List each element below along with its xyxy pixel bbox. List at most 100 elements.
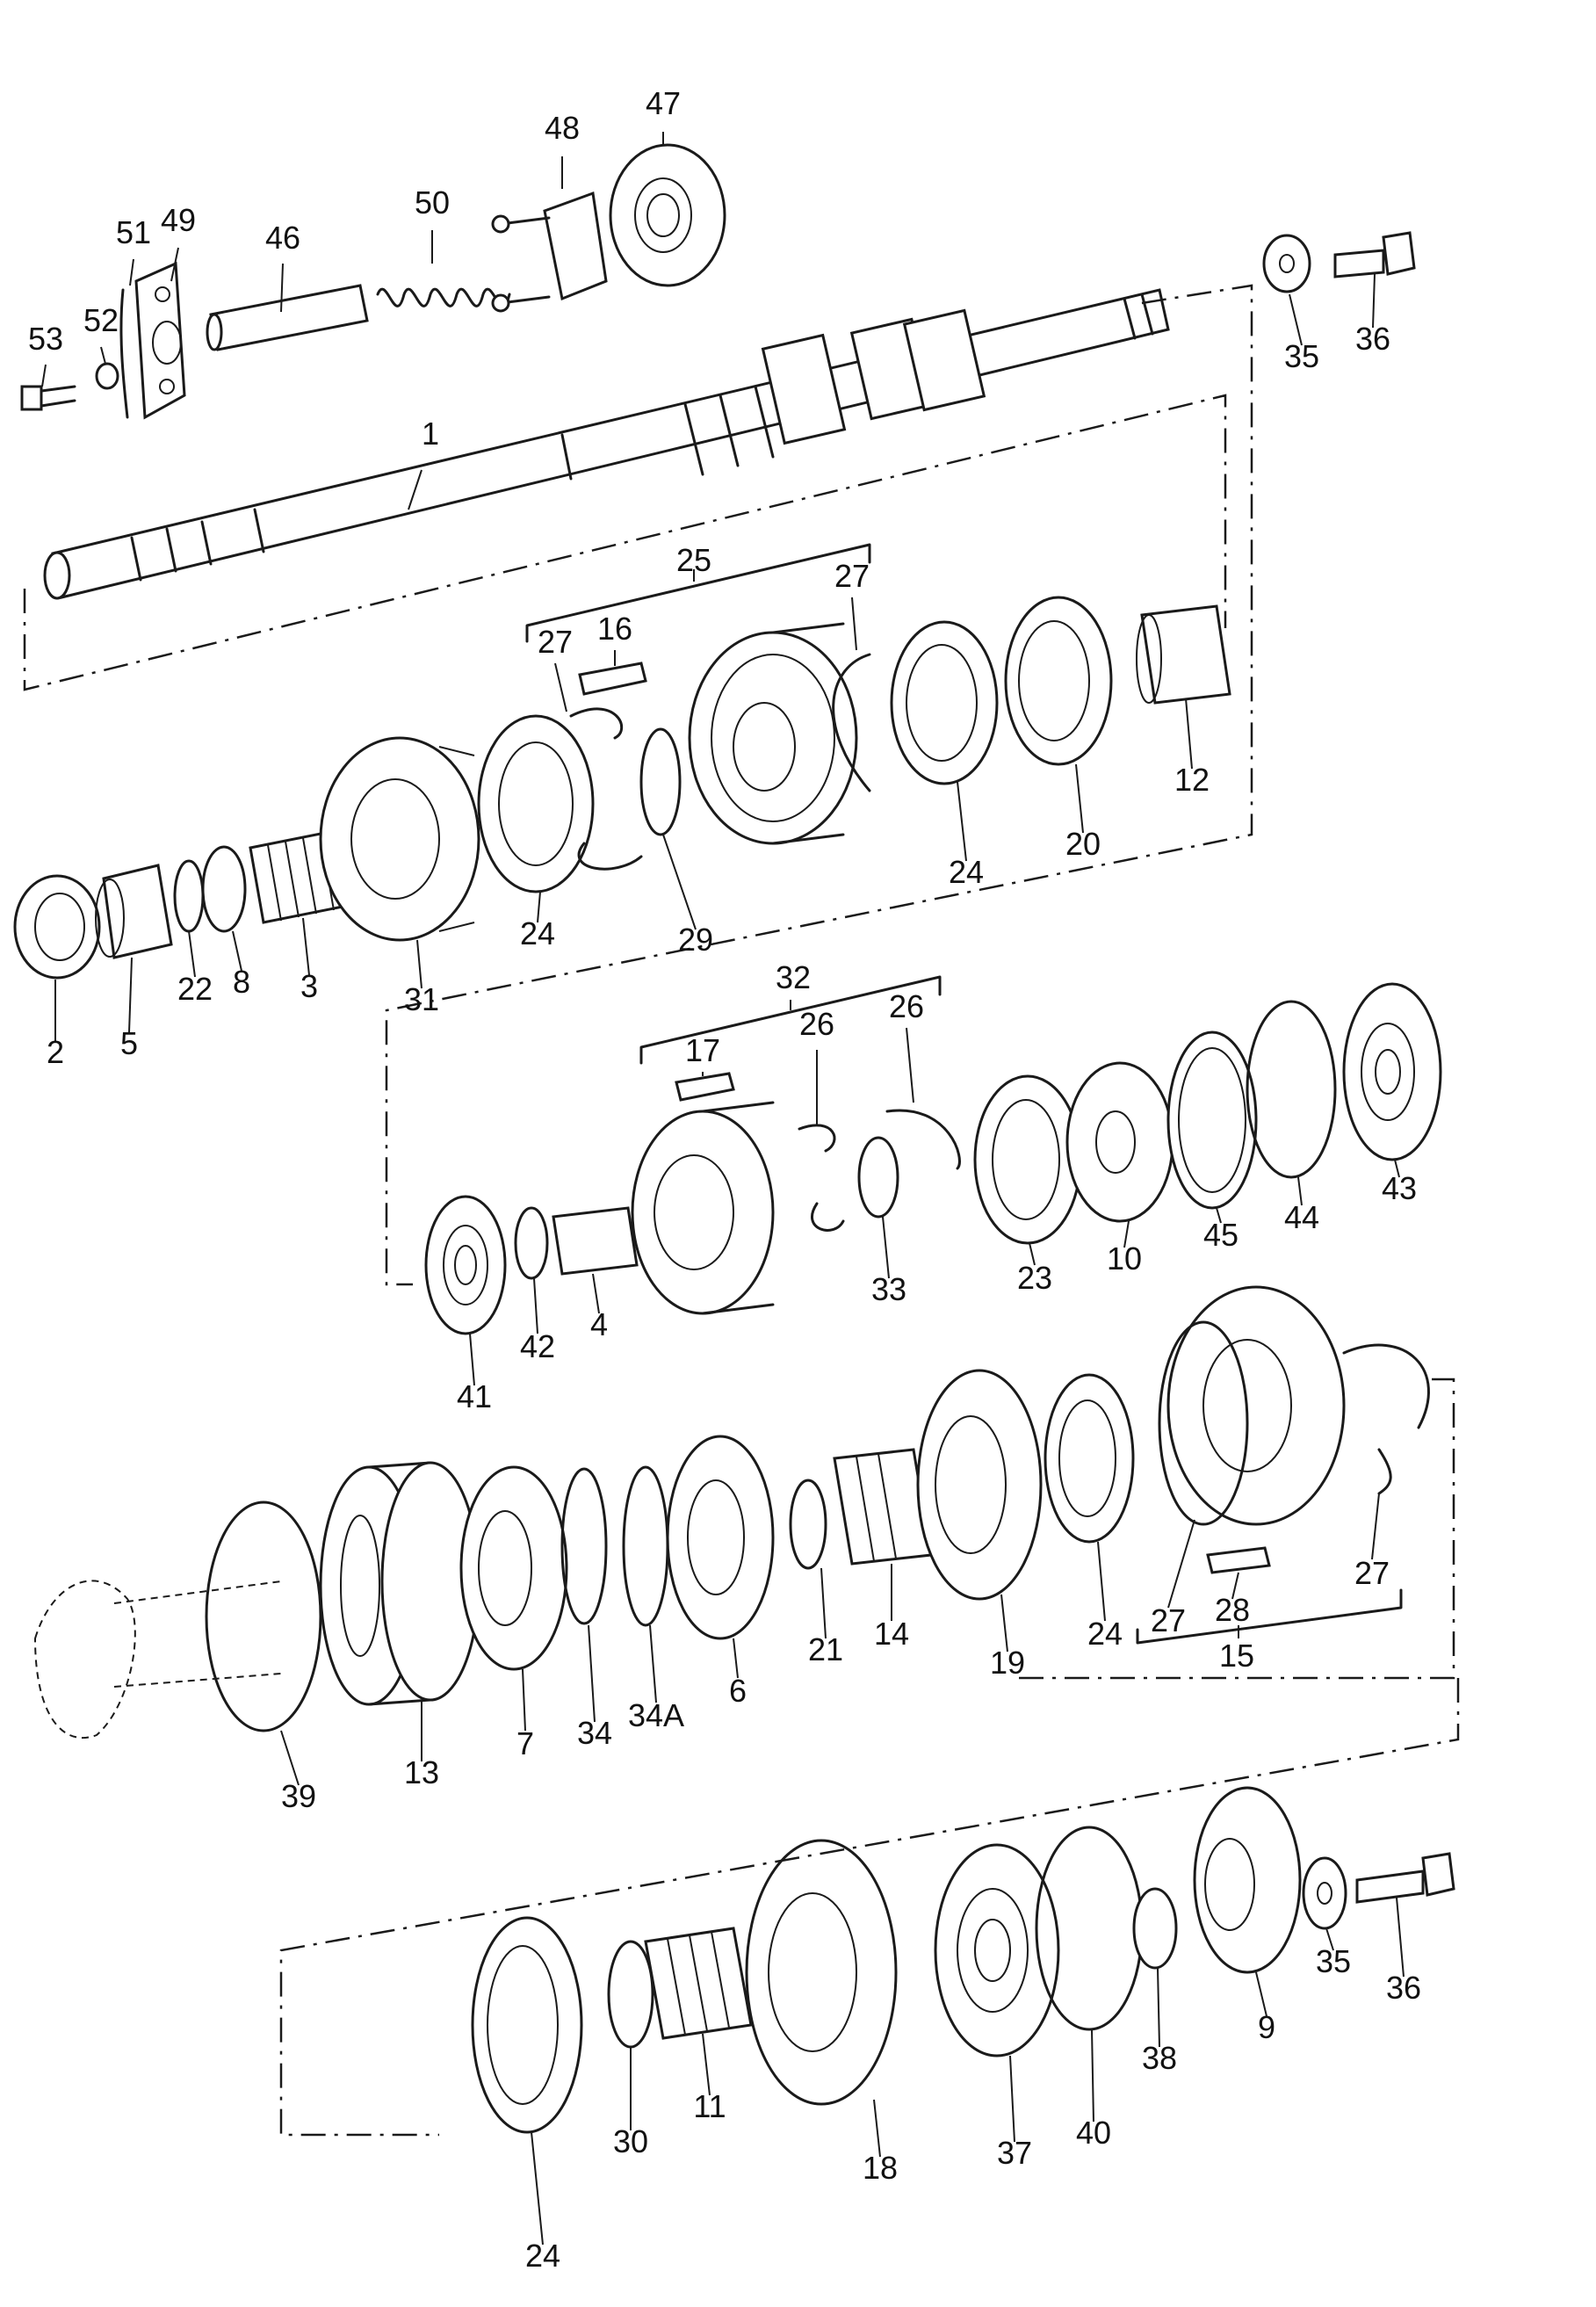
leader-line-27 — [1371, 1493, 1380, 1560]
gear-9 — [1193, 1786, 1302, 1974]
part-label-1: 1 — [422, 416, 439, 452]
washer-38 — [1132, 1887, 1178, 1970]
key-16 — [578, 662, 647, 696]
gasket — [119, 288, 129, 419]
leader-line-10 — [1123, 1220, 1130, 1248]
part-label-18: 18 — [863, 2150, 898, 2186]
circlip-22 — [173, 859, 205, 933]
leader-line-3 — [302, 917, 310, 976]
part-label-26: 26 — [799, 1006, 834, 1042]
circlip-44 — [1246, 1000, 1337, 1179]
leader-line-40 — [1091, 2029, 1094, 2123]
leader-line-35 — [1289, 293, 1303, 346]
gear-31 — [319, 736, 480, 942]
washer-35-bottom — [1302, 1856, 1347, 1930]
part-label-44: 44 — [1284, 1199, 1319, 1235]
leader-line-46 — [280, 263, 284, 313]
bracket-25 — [525, 543, 871, 643]
main-shaft — [43, 288, 1170, 600]
part-label-52: 52 — [83, 302, 119, 338]
leader-line-23 — [1029, 1242, 1036, 1266]
cover-plate — [134, 261, 186, 420]
sync-hub-25 — [688, 622, 858, 845]
part-label-35: 35 — [1316, 1943, 1351, 1979]
gear-47 — [609, 143, 726, 287]
part-label-21: 21 — [808, 1631, 843, 1667]
part-label-27: 27 — [834, 558, 870, 594]
gear-10 — [1065, 1061, 1174, 1223]
pin-46 — [206, 284, 369, 351]
part-label-40: 40 — [1076, 2115, 1111, 2151]
part-label-51: 51 — [116, 214, 151, 250]
leader-line-38 — [1157, 1967, 1160, 2048]
needle-bearing-4 — [552, 1206, 639, 1276]
leader-line-27 — [851, 597, 857, 651]
leader-line-6 — [733, 1638, 739, 1679]
leader-line-51 — [129, 258, 134, 286]
spring-50 — [376, 287, 511, 307]
part-label-45: 45 — [1203, 1217, 1239, 1253]
spring-26-right — [885, 1109, 961, 1170]
part-label-24: 24 — [525, 2238, 560, 2274]
leader-line-9 — [1255, 1971, 1267, 2017]
leader-line-39 — [280, 1730, 300, 1786]
part-label-34a: 34A — [628, 1697, 684, 1733]
part-label-5: 5 — [120, 1025, 138, 1061]
part-label-43: 43 — [1382, 1170, 1417, 1206]
leader-line-27 — [554, 662, 567, 712]
part-label-27: 27 — [1354, 1555, 1390, 1591]
leader-line-45 — [1216, 1207, 1222, 1224]
circlip-21 — [789, 1479, 827, 1570]
part-label-14: 14 — [874, 1616, 909, 1652]
part-label-24: 24 — [1087, 1616, 1123, 1652]
part-label-49: 49 — [161, 202, 196, 238]
part-label-20: 20 — [1065, 826, 1101, 862]
part-label-24: 24 — [949, 854, 984, 890]
leader-line-26 — [906, 1027, 914, 1103]
leader-line-34a — [649, 1624, 657, 1703]
bracket-32 — [639, 975, 942, 1065]
part-label-13: 13 — [404, 1754, 439, 1790]
leader-line-28 — [1231, 1572, 1239, 1600]
part-label-7: 7 — [516, 1725, 534, 1761]
needle-bearing-11 — [644, 1927, 753, 2040]
leader-line-36 — [1396, 1897, 1405, 1978]
nut-52 — [95, 362, 119, 390]
leader-line-35 — [1325, 1927, 1334, 1951]
part-label-34: 34 — [577, 1715, 612, 1751]
part-label-42: 42 — [520, 1328, 555, 1364]
washer-45 — [1166, 1031, 1258, 1210]
leader-line-20 — [1075, 763, 1084, 834]
spring-26-left — [798, 1124, 845, 1232]
leader-line-12 — [1185, 698, 1193, 770]
circlip-30 — [607, 1940, 654, 2049]
bolt-36-bottom — [1355, 1852, 1455, 1904]
part-label-12: 12 — [1174, 762, 1210, 798]
bolt-53 — [20, 385, 76, 411]
part-label-6: 6 — [729, 1673, 747, 1709]
leader-line-8 — [232, 930, 242, 972]
part-label-16: 16 — [597, 611, 632, 647]
part-label-15: 15 — [1219, 1638, 1254, 1674]
leader-line-49 — [170, 247, 179, 282]
leader-line-22 — [188, 930, 196, 978]
leader-line-21 — [820, 1567, 827, 1639]
leader-line-4 — [592, 1273, 600, 1314]
leader-line-42 — [533, 1277, 538, 1334]
spring-27-right — [832, 653, 871, 792]
part-label-24: 24 — [520, 915, 555, 951]
part-label-46: 46 — [265, 220, 300, 256]
part-label-25: 25 — [676, 542, 711, 578]
leader-line-5 — [128, 957, 133, 1033]
part-label-36: 36 — [1355, 321, 1390, 357]
part-label-26: 26 — [889, 988, 924, 1024]
part-label-31: 31 — [404, 981, 439, 1017]
spring-27-left — [569, 707, 643, 871]
part-label-23: 23 — [1017, 1260, 1052, 1296]
part-label-27: 27 — [1151, 1602, 1186, 1638]
leader-lines — [41, 132, 1405, 2246]
sync-15 — [1158, 1285, 1346, 1526]
circlip-42 — [514, 1206, 549, 1280]
leader-line-41 — [469, 1333, 475, 1386]
